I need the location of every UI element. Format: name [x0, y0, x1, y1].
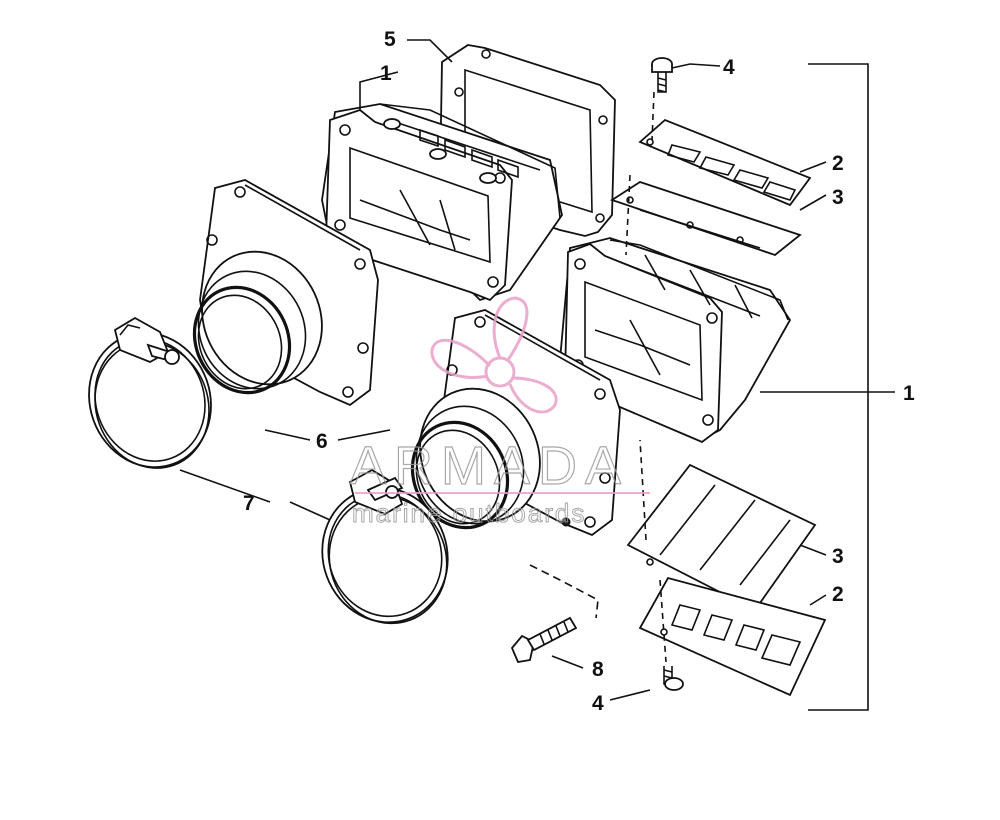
screw-upper-part-4	[651, 57, 673, 93]
clamp-upper-part-7	[88, 316, 212, 469]
callout-2-top: 2	[832, 152, 844, 175]
intake-boot-upper-part-6	[192, 179, 379, 407]
callout-1-right: 1	[903, 382, 915, 405]
watermark-brand: ARMADA	[350, 436, 629, 496]
reed-petal-lower-part-3	[626, 463, 817, 612]
screw-lower-part-4	[663, 666, 684, 691]
callout-6: 6	[316, 430, 328, 453]
leader-lines	[179, 39, 895, 711]
callout-3-bottom: 3	[832, 545, 844, 568]
reed-petal-upper-part-3	[609, 181, 802, 257]
callout-5: 5	[384, 28, 396, 51]
reed-block-upper-part-1	[321, 103, 563, 302]
watermark: ARMADA marine outboards	[349, 296, 650, 529]
callout-4-top: 4	[723, 56, 735, 79]
callouts: 5 1 4 2 3 1 6 7 3 2 8 4	[243, 28, 915, 715]
callout-2-bottom: 2	[832, 583, 844, 606]
callout-7: 7	[243, 492, 255, 515]
reed-stop-upper-part-2	[638, 118, 812, 207]
callout-4-bottom: 4	[592, 692, 604, 715]
callout-3-top: 3	[832, 186, 844, 209]
callout-8: 8	[592, 658, 604, 681]
intake-boot-lower-part-6	[410, 309, 621, 537]
callout-1-top: 1	[380, 62, 392, 85]
propeller-logo	[430, 296, 558, 414]
bolt-part-8	[510, 616, 578, 664]
watermark-tagline: marine outboards	[352, 498, 586, 528]
